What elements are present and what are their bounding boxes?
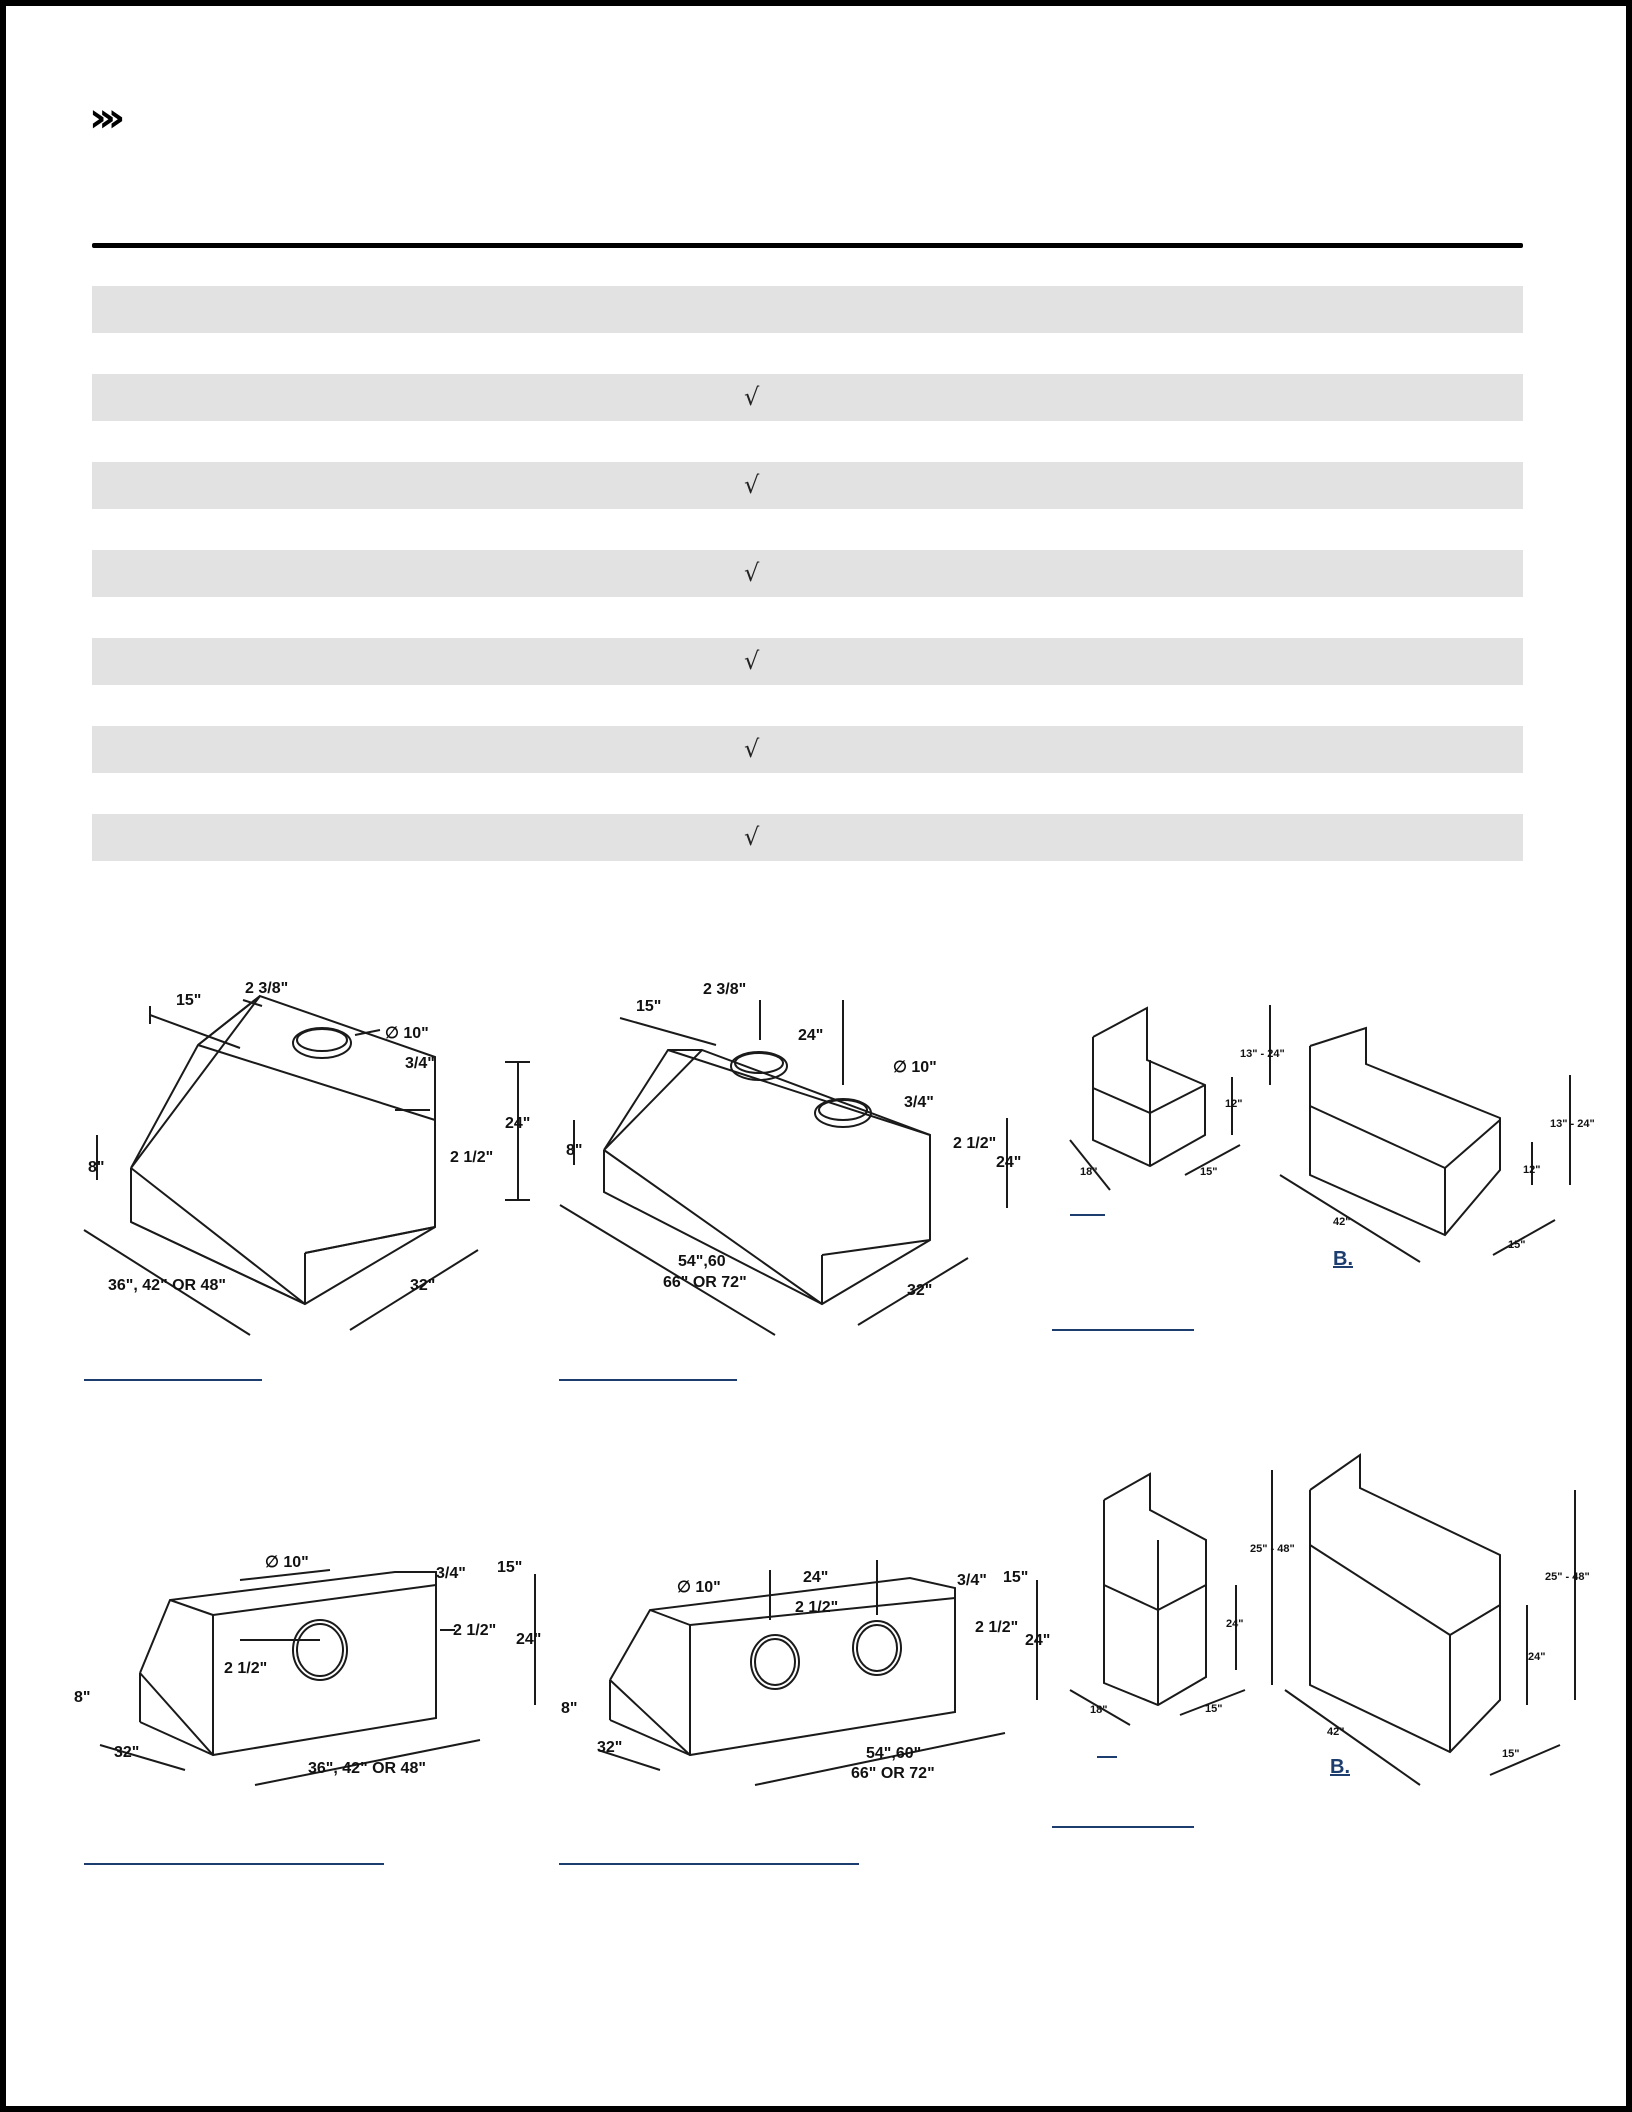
- dim-label: 15": [1003, 1569, 1028, 1586]
- option-label-b: B.: [1333, 1248, 1353, 1270]
- caption-underline: [84, 1863, 384, 1865]
- table-row: √: [92, 726, 1523, 773]
- dim-label: 3/4": [405, 1055, 435, 1072]
- dim-label: 3/4": [957, 1572, 987, 1589]
- dim-label: 36", 42" OR 48": [308, 1760, 426, 1777]
- dim-label: 12": [1225, 1098, 1242, 1110]
- dim-label: 15": [1508, 1239, 1525, 1251]
- dim-label: 2 1/2": [450, 1149, 493, 1166]
- dim-label: 32": [597, 1739, 622, 1756]
- dim-label: 13" - 24": [1550, 1118, 1595, 1130]
- dim-label: 32": [410, 1277, 435, 1294]
- chimney-drawing-1: [1069, 1005, 1571, 1263]
- dim-label: 18": [1080, 1166, 1097, 1178]
- check-mark-icon: √: [744, 823, 760, 851]
- table-row: √: [92, 550, 1523, 597]
- dim-label: 15": [1200, 1166, 1217, 1178]
- dim-label: 15": [176, 992, 201, 1009]
- dim-label: 8": [74, 1689, 90, 1706]
- dim-label: 3/4": [904, 1094, 934, 1111]
- range-hood-drawing-1: [83, 994, 530, 1336]
- dim-label: 54",60": [866, 1745, 921, 1762]
- dim-label: 24": [803, 1569, 828, 1586]
- dim-label: 42": [1327, 1726, 1344, 1738]
- dim-label: 66" OR 72": [663, 1274, 747, 1291]
- dim-label: 42": [1333, 1216, 1350, 1228]
- dim-label: 18": [1090, 1704, 1107, 1716]
- dim-label: 13" - 24": [1240, 1048, 1285, 1060]
- dim-label: 66" OR 72": [851, 1765, 935, 1782]
- dim-label: 24": [798, 1027, 823, 1044]
- dim-label: 12": [1523, 1164, 1540, 1176]
- dim-label: 24": [996, 1154, 1021, 1171]
- range-hood-drawing-3: [99, 1569, 536, 1786]
- table-row: √: [92, 374, 1523, 421]
- dim-label: 2 1/2": [453, 1622, 496, 1639]
- dim-label: 15": [497, 1559, 522, 1576]
- table-row: √: [92, 462, 1523, 509]
- dim-label: 24": [505, 1115, 530, 1132]
- dim-label: 2 3/8": [703, 981, 746, 998]
- caption-underline: [559, 1863, 859, 1865]
- dim-label: 3/4": [436, 1565, 466, 1582]
- dim-label: 2 3/8": [245, 980, 288, 997]
- dim-label: 8": [88, 1159, 104, 1176]
- dim-label: 24": [516, 1631, 541, 1648]
- dim-label: 25" - 48": [1250, 1543, 1295, 1555]
- dim-label: 36", 42" OR 48": [108, 1277, 226, 1294]
- dim-label: 24": [1528, 1651, 1545, 1663]
- dim-label: 15": [636, 998, 661, 1015]
- check-mark-icon: √: [744, 383, 760, 411]
- dim-label: 2 1/2": [953, 1135, 996, 1152]
- dim-label: 24": [1226, 1618, 1243, 1630]
- dim-label: ∅ 10": [677, 1579, 721, 1596]
- chimney-drawing-2: [1069, 1453, 1576, 1786]
- dim-label: 54",60: [678, 1253, 726, 1270]
- dim-label: 32": [907, 1282, 932, 1299]
- option-label-b: B.: [1330, 1756, 1350, 1778]
- check-mark-icon: √: [744, 735, 760, 763]
- table-row: √: [92, 814, 1523, 861]
- range-hood-drawing-2: [559, 1000, 1008, 1336]
- table-row: √: [92, 638, 1523, 685]
- dim-label: 2 1/2": [795, 1599, 838, 1616]
- dim-label: 2 1/2": [224, 1660, 267, 1677]
- dim-label: 25" - 48": [1545, 1571, 1590, 1583]
- dim-label: ∅ 10": [893, 1059, 937, 1076]
- caption-underline: [1052, 1329, 1194, 1331]
- check-mark-icon: √: [744, 647, 760, 675]
- dim-label: 8": [561, 1700, 577, 1717]
- table-row: [92, 286, 1523, 333]
- caption-underline: [84, 1379, 262, 1381]
- caption-underline: [1052, 1826, 1194, 1828]
- dim-label: 15": [1205, 1703, 1222, 1715]
- dim-label: 8": [566, 1142, 582, 1159]
- dim-label: 32": [114, 1744, 139, 1761]
- range-hood-drawing-4: [597, 1560, 1038, 1786]
- dim-label: ∅ 10": [265, 1554, 309, 1571]
- caption-underline: [559, 1379, 737, 1381]
- dim-label: 24": [1025, 1632, 1050, 1649]
- dim-label: 2 1/2": [975, 1619, 1018, 1636]
- dim-label: 15": [1502, 1748, 1519, 1760]
- check-mark-icon: √: [744, 559, 760, 587]
- check-mark-icon: √: [744, 471, 760, 499]
- header-rule: [92, 243, 1523, 248]
- dim-label: ∅ 10": [385, 1025, 429, 1042]
